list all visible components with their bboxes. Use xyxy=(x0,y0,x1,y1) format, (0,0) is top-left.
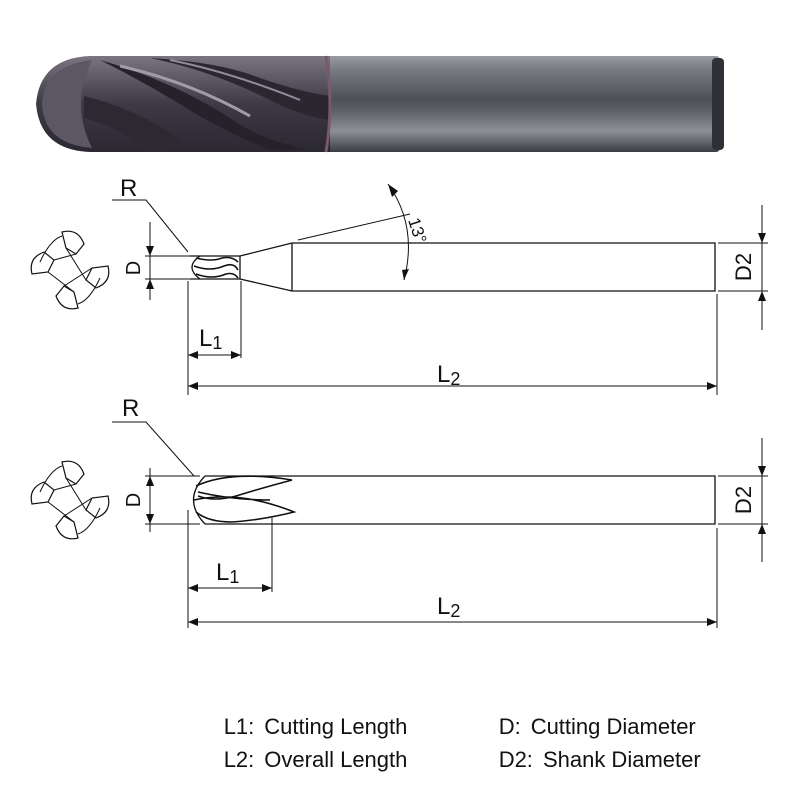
legend-code: L1: xyxy=(223,714,255,739)
legend-code: D: xyxy=(498,714,521,739)
lower-ball-tip xyxy=(192,475,206,525)
legend-desc: Cutting Length xyxy=(264,714,408,739)
upper-tool-outline xyxy=(190,242,716,292)
lower-shank-diameter-label: D2 xyxy=(731,486,756,514)
legend-row: L1: Cutting Length D: Cutting Diameter xyxy=(187,688,747,739)
upper-diameter-label: D xyxy=(123,261,145,275)
shank-body xyxy=(325,56,720,152)
legend-desc: Overall Length xyxy=(264,747,408,772)
legend-item-overall-length: L2: Overall Length xyxy=(187,721,408,799)
lower-tool-outline xyxy=(205,475,716,525)
lower-radius-label: R xyxy=(122,395,139,422)
end-mill-photo xyxy=(36,55,724,153)
flute-highlight xyxy=(119,64,251,118)
lower-cutting-length-label: L1 xyxy=(216,559,239,587)
legend-code: D2: xyxy=(498,747,533,772)
legend-item-cutting-diameter: D: Cutting Diameter xyxy=(462,688,696,766)
upper-flutes xyxy=(193,256,239,279)
flute-highlight-2 xyxy=(169,59,301,101)
shank-end xyxy=(712,58,724,150)
flute-2 xyxy=(150,58,330,120)
upper-radius-label: R xyxy=(120,175,137,202)
lower-drawing xyxy=(30,421,768,628)
legend-row: L2: Overall Length D2: Shank Diameter xyxy=(187,721,747,772)
legend: L1: Cutting Length D: Cutting Diameter L2:… xyxy=(187,688,747,772)
lower-diameter-label: D xyxy=(123,493,145,507)
legend-item-shank-diameter: D2: Shank Diameter xyxy=(462,721,701,799)
lower-overall-length-label: L2 xyxy=(437,593,460,621)
legend-item-cutting-length: L1: Cutting Length xyxy=(187,688,408,766)
ball-nose xyxy=(42,60,92,148)
flute-1 xyxy=(100,60,310,150)
upper-overall-length-label: L2 xyxy=(437,361,460,389)
upper-shank-diameter-label: D2 xyxy=(731,253,756,281)
upper-end-view xyxy=(30,230,110,310)
legend-desc: Cutting Diameter xyxy=(530,714,696,739)
legend-desc: Shank Diameter xyxy=(542,747,701,772)
lower-flutes xyxy=(193,475,297,523)
lower-end-view xyxy=(30,460,110,540)
upper-drawing xyxy=(30,183,768,395)
legend-code: L2: xyxy=(223,747,255,772)
coating-edge xyxy=(324,55,332,153)
flute-3 xyxy=(84,96,180,150)
upper-cutting-length-label: L1 xyxy=(199,325,222,353)
